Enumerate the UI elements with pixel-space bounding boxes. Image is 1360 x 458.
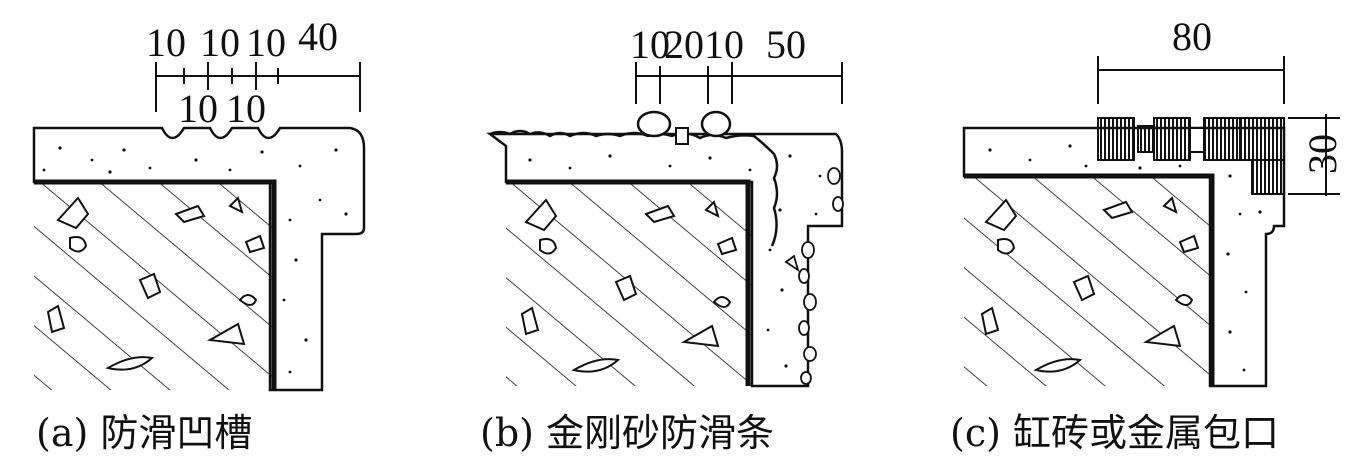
pebble-edge — [784, 167, 844, 385]
dim-label: 10 — [704, 22, 744, 67]
figure-b-drawing: 10 20 10 50 — [486, 22, 844, 388]
dim-label: 10 — [178, 86, 218, 131]
emery-strip — [636, 110, 672, 138]
figure-a-caption: (a) 防滑凹槽 — [36, 411, 253, 455]
aggregate-stones — [980, 196, 1200, 373]
tile-nosing — [1097, 117, 1285, 195]
dim-label: 10 — [226, 86, 266, 131]
mortar-speckle — [988, 144, 1262, 372]
aggregate-stones — [520, 198, 738, 373]
finish-layer — [32, 126, 366, 392]
emery-strip — [700, 110, 732, 138]
dimension-lines — [635, 62, 843, 104]
aggregate-stones — [46, 196, 266, 371]
mortar-speckle — [528, 154, 822, 368]
dim-label: 50 — [766, 22, 806, 67]
dim-label: 40 — [298, 14, 338, 59]
dim-label: 80 — [1172, 14, 1212, 59]
dim-label: 20 — [664, 22, 704, 67]
figure-a: 10 10 10 40 10 10 (a) 防滑凹槽 — [0, 0, 430, 458]
figure-c: 80 30 (c) 缸砖或金属包口 — [940, 0, 1360, 458]
dim-label: 10 — [200, 20, 240, 65]
figure-c-caption: (c) 缸砖或金属包口 — [950, 411, 1280, 455]
dimension-lines — [155, 62, 361, 112]
dim-label: 30 — [1300, 134, 1345, 174]
figure-b-caption: (b) 金刚砂防滑条 — [480, 411, 775, 455]
dim-label: 10 — [246, 20, 286, 65]
dimension-lines — [1097, 56, 1340, 196]
figure-b: 10 20 10 50 (b) 金刚砂防滑条 — [470, 0, 900, 458]
dim-label: 10 — [146, 20, 186, 65]
figure-a-drawing: 10 10 10 40 10 10 — [32, 14, 366, 392]
mortar-speckle — [42, 146, 348, 374]
figure-c-drawing: 80 30 — [962, 14, 1345, 388]
dim-label: 10 — [630, 22, 670, 67]
